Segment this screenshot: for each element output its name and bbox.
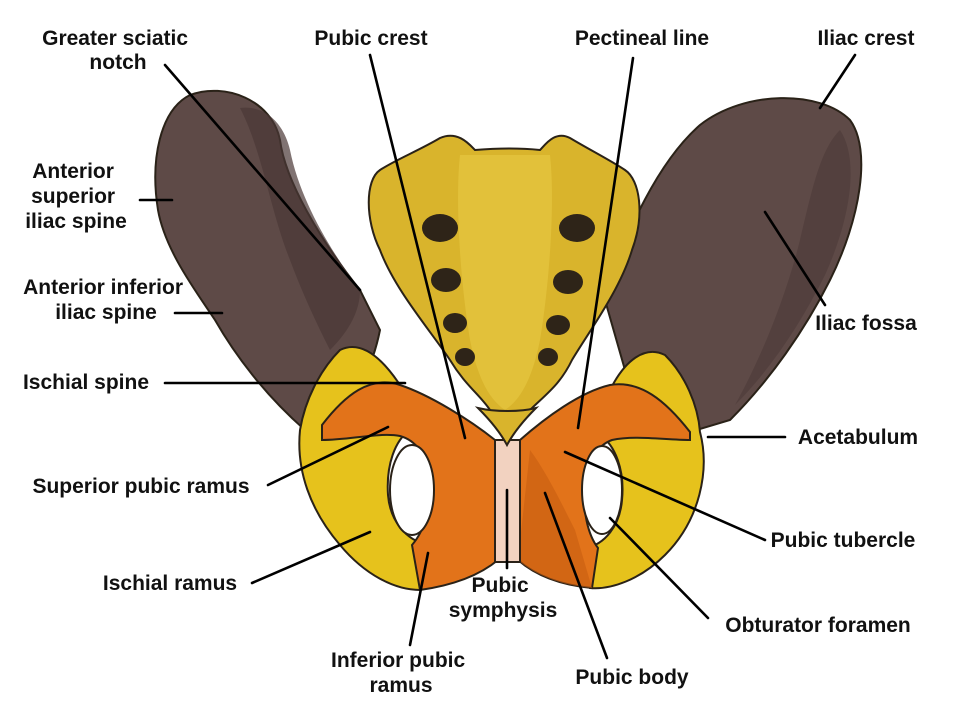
left-ilium-shade [240, 107, 360, 350]
label-pubic-body: Pubic body [575, 666, 688, 689]
label-asis-line2: superior [31, 185, 115, 208]
label-greater-sciatic-notch: Greater sciatic notch [42, 27, 194, 74]
leader-greater-sciatic-notch [163, 63, 362, 292]
label-iliac-fossa: Iliac fossa [815, 312, 917, 335]
left-pubis [321, 381, 500, 592]
leader-pectineal-line [576, 56, 635, 430]
label-inferior-pubic-ramus-line2: ramus [369, 674, 432, 697]
label-ischial-spine: Ischial spine [23, 371, 149, 394]
coccyx [474, 406, 540, 448]
leader-pubic-tubercle [563, 450, 767, 542]
label-pubic-crest: Pubic crest [314, 27, 427, 50]
leader-iliac-crest [818, 53, 857, 110]
label-aiis-line1: Anterior inferior [23, 276, 183, 299]
leader-pubic-crest [368, 53, 467, 440]
sacral-foramen-l4 [455, 348, 475, 366]
left-obturator-foramen [389, 444, 435, 536]
right-ilium-shade [735, 130, 851, 405]
sacrum-center [458, 155, 552, 410]
label-pubic-symphysis-line2: symphysis [449, 599, 558, 622]
sacral-foramen-l3 [443, 313, 467, 333]
label-pectineal-line: Pectineal line [575, 27, 709, 50]
label-asis-line1: Anterior [32, 160, 114, 183]
label-aiis-line2: iliac spine [55, 301, 157, 324]
label-superior-pubic-ramus: Superior pubic ramus [32, 475, 249, 498]
sacral-foramen-l1 [422, 214, 458, 242]
leader-ischial-ramus [250, 530, 372, 585]
sacral-foramen-r2 [553, 270, 583, 294]
label-anterior-superior-iliac-spine: Anterior superior iliac spine [25, 160, 127, 233]
label-pubic-symphysis: Pubic symphysis [449, 574, 558, 622]
label-inferior-pubic-ramus: Inferior pubic ramus [331, 649, 471, 697]
label-greater-sciatic-notch-line2: notch [89, 51, 146, 74]
leader-obturator-foramen [608, 516, 710, 620]
sacral-foramen-r4 [538, 348, 558, 366]
label-ischial-ramus: Ischial ramus [103, 572, 237, 595]
sacral-foramen-r3 [546, 315, 570, 335]
leader-iliac-fossa [763, 210, 827, 307]
label-inferior-pubic-ramus-line1: Inferior pubic [331, 649, 465, 672]
label-pubic-tubercle: Pubic tubercle [771, 529, 916, 552]
label-anterior-inferior-iliac-spine: Anterior inferior iliac spine [23, 276, 189, 324]
sacral-foramen-r1 [559, 214, 595, 242]
sacral-foramen-l2 [431, 268, 461, 292]
leader-pubic-body [543, 491, 609, 660]
leader-inferior-pubic-ramus [408, 551, 430, 647]
label-obturator-foramen: Obturator foramen [725, 614, 911, 637]
label-acetabulum: Acetabulum [798, 426, 918, 449]
label-iliac-crest: Iliac crest [818, 27, 915, 50]
right-obturator-foramen [581, 445, 623, 535]
label-asis-line3: iliac spine [25, 210, 127, 233]
label-pubic-symphysis-line1: Pubic [471, 574, 528, 597]
leader-superior-pubic-ramus [266, 425, 390, 487]
label-greater-sciatic-notch-line1: Greater sciatic [42, 27, 188, 50]
